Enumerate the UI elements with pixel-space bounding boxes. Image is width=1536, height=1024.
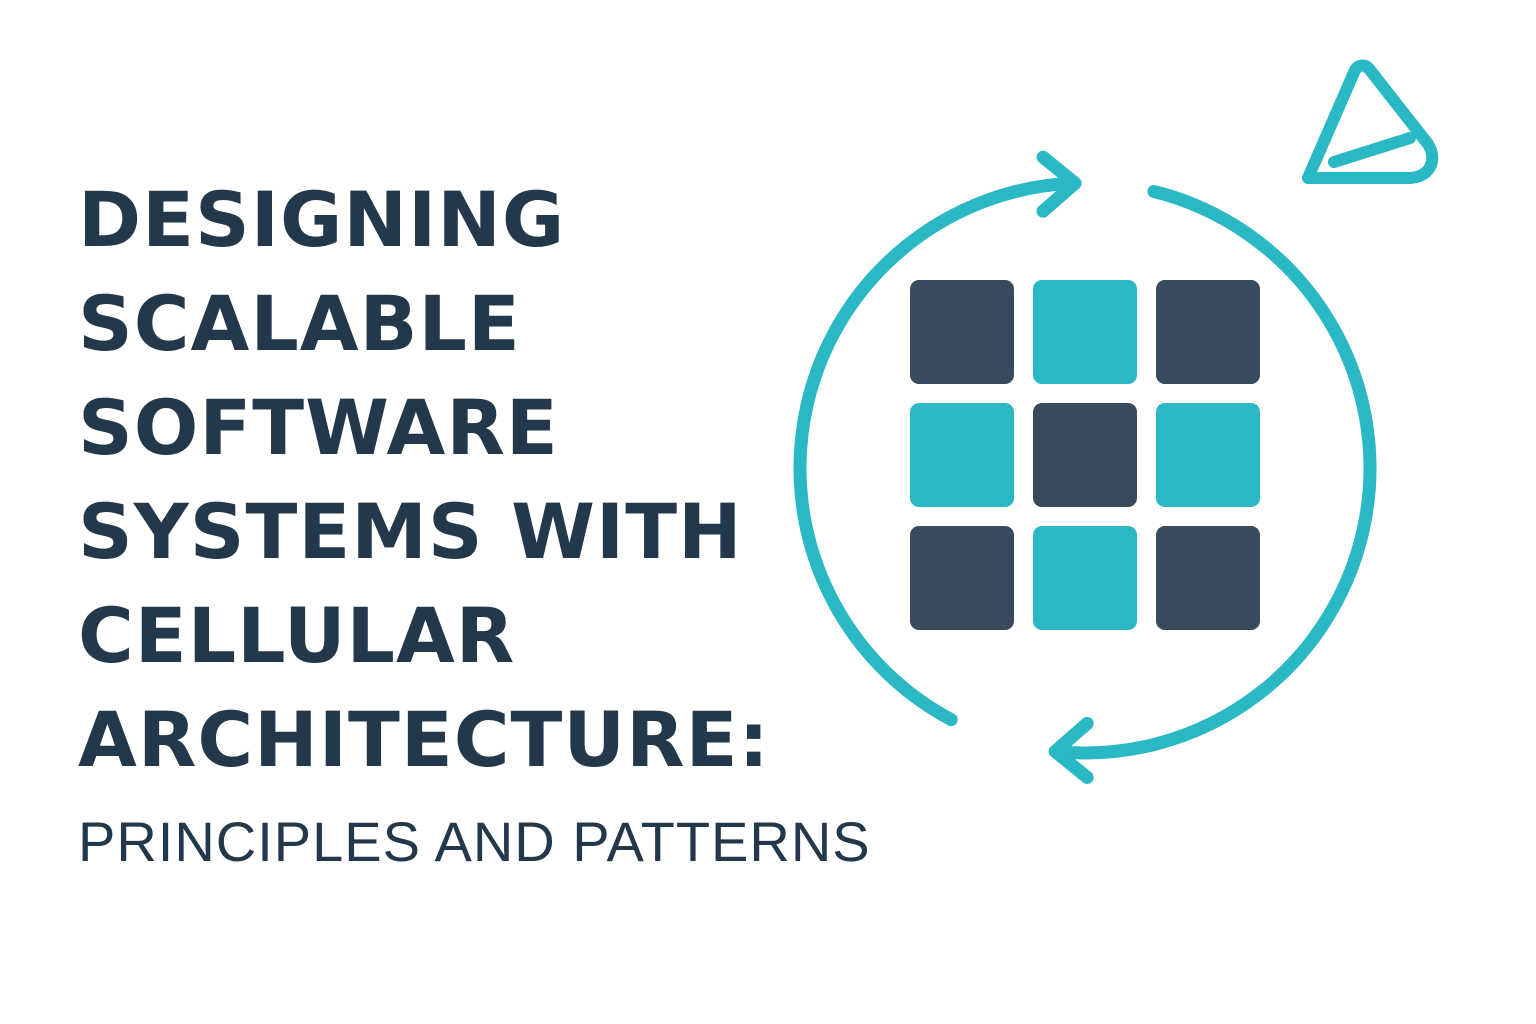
- title-line-4: SYSTEMS WITH: [78, 487, 743, 576]
- circular-arrows-icon: [793, 150, 1377, 784]
- title-line-2: SCALABLE: [78, 279, 521, 368]
- title-line-1: DESIGNING: [78, 175, 566, 264]
- arc-left: [793, 176, 1082, 727]
- triangle-logo-icon: [1290, 50, 1450, 200]
- title-line-5: CELLULAR: [78, 591, 516, 680]
- grid-cell: [1156, 403, 1260, 507]
- cycle-arrows: [793, 150, 1377, 784]
- title-block: DESIGNING SCALABLE SOFTWARE SYSTEMS WITH…: [78, 168, 871, 874]
- title-line-6: ARCHITECTURE:: [78, 695, 770, 784]
- title-line-3: SOFTWARE: [78, 383, 559, 472]
- grid-cell: [1156, 280, 1260, 384]
- logo-outline: [1302, 59, 1439, 184]
- grid-cell: [910, 403, 1014, 507]
- logo-stripe: [1328, 132, 1416, 168]
- grid-cell: [1156, 526, 1260, 630]
- arrowhead-top: [1036, 150, 1082, 218]
- grid-cell: [910, 526, 1014, 630]
- arc-right: [1048, 184, 1377, 760]
- subtitle: PRINCIPLES AND PATTERNS: [78, 810, 871, 873]
- cell-grid-icon: [910, 280, 1260, 630]
- grid-cell: [1033, 403, 1137, 507]
- grid-cell: [1033, 280, 1137, 384]
- grid-cell: [910, 280, 1014, 384]
- grid-cell: [1033, 526, 1137, 630]
- architecture-illustration: [760, 40, 1480, 840]
- arrowhead-bottom: [1048, 716, 1094, 784]
